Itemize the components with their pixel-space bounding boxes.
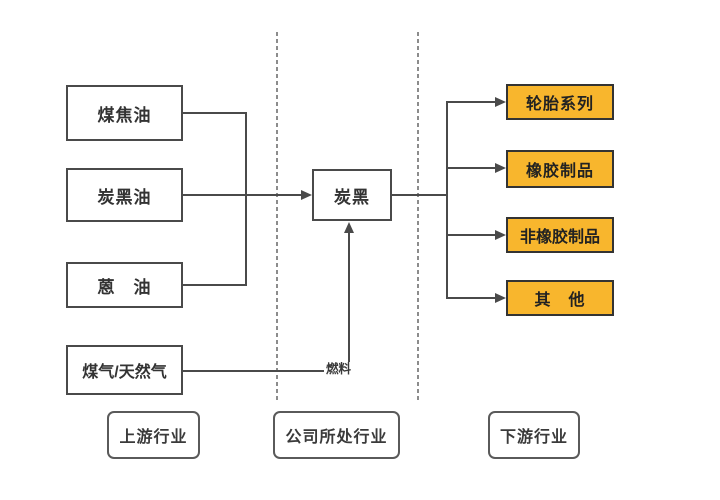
- node-gas: 煤气/天然气: [66, 345, 183, 395]
- node-tire-series: 轮胎系列: [506, 84, 614, 120]
- lane-label-upstream: 上游行业: [107, 411, 200, 459]
- node-coal-tar: 煤焦油: [66, 85, 183, 141]
- lane-label-company-industry: 公司所处行业: [273, 411, 400, 459]
- lane-divider-left: [276, 32, 278, 403]
- connector-line: [183, 112, 247, 114]
- fuel-label: 燃料: [324, 362, 354, 377]
- node-rubber-products: 橡胶制品: [506, 150, 614, 188]
- arrow-right-icon: [495, 97, 506, 107]
- arrow-right-icon: [495, 293, 506, 303]
- connector-line: [348, 232, 350, 372]
- connector-line: [392, 194, 448, 196]
- connector-line: [183, 370, 350, 372]
- node-others: 其 他: [506, 280, 614, 316]
- connector-line: [446, 234, 495, 236]
- arrow-right-icon: [495, 230, 506, 240]
- connector-line: [183, 284, 247, 286]
- node-carbon-black: 炭黑: [312, 169, 392, 221]
- lane-label-downstream: 下游行业: [488, 411, 580, 459]
- node-non-rubber-products: 非橡胶制品: [506, 217, 614, 253]
- node-anthracene-oil: 蒽 油: [66, 262, 183, 308]
- node-carbon-black-oil: 炭黑油: [66, 168, 183, 222]
- arrow-right-icon: [301, 190, 312, 200]
- connector-line: [446, 167, 495, 169]
- lane-divider-right: [417, 32, 419, 403]
- connector-line: [245, 112, 247, 286]
- connector-line: [183, 194, 302, 196]
- connector-line: [446, 101, 495, 103]
- connector-line: [446, 101, 448, 299]
- arrow-right-icon: [495, 163, 506, 173]
- connector-line: [446, 297, 495, 299]
- arrow-up-icon: [344, 222, 354, 233]
